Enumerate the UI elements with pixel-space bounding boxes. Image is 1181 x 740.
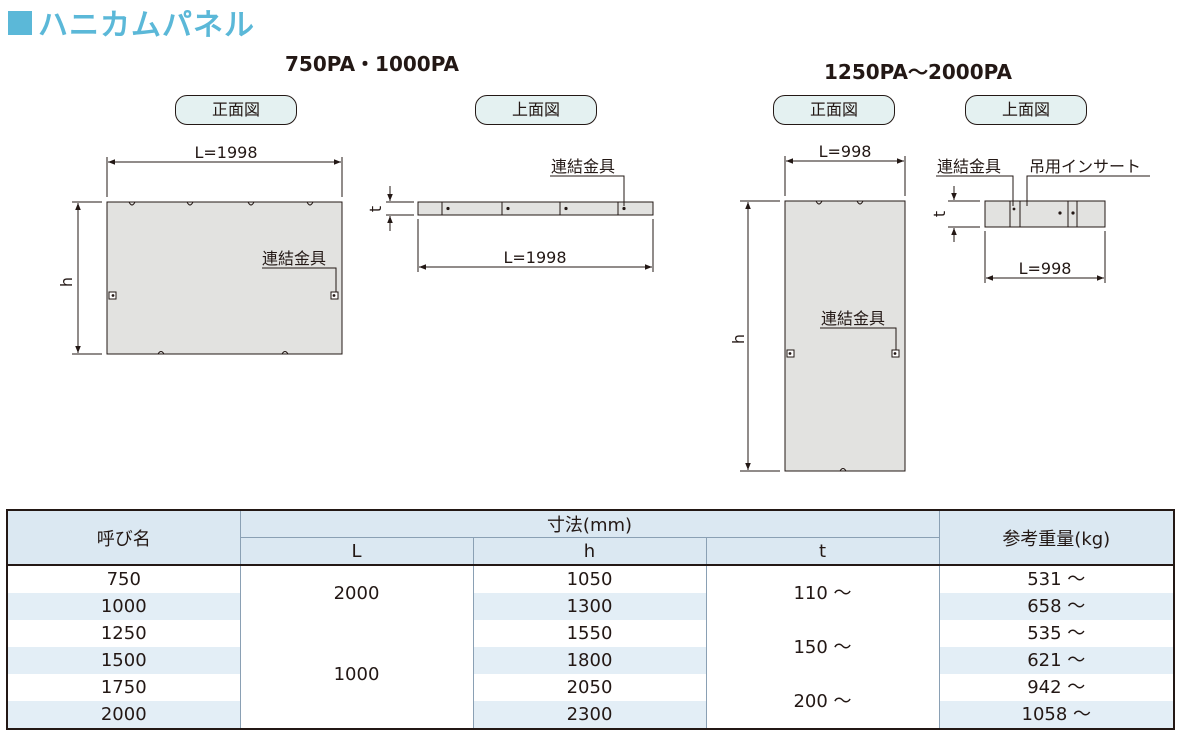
left-top-panel (417, 201, 654, 216)
header-dims: 寸法(mm) (239, 511, 940, 538)
left-top-t-text: t (366, 206, 385, 212)
left-front-h-text: h (57, 277, 76, 287)
right-front-bottom-notch (839, 468, 847, 472)
table-row: 1250 1000 1550 150 ～ 535 ～ (8, 620, 1174, 728)
cell-L: 1000 (239, 620, 473, 728)
left-front-bottom-notches (157, 351, 289, 355)
right-front-connector-text: 連結金具 (821, 309, 885, 328)
cell-t: 110 ～ (705, 564, 940, 620)
cell-weight: 658 ～ (938, 593, 1174, 620)
right-front-connector-leader (820, 327, 897, 350)
cell-weight: 531 ～ (938, 564, 1174, 593)
right-top-panel (984, 200, 1106, 228)
cell-weight: 942 ～ (938, 674, 1174, 701)
table-row: 2000 2300 1058 ～ (8, 701, 1174, 728)
right-top-L-text: L=998 (1019, 259, 1072, 278)
left-front-connector-leader (262, 267, 337, 292)
right-top-t-text: t (930, 211, 949, 217)
cell-t: 150 ～ (705, 620, 940, 674)
cell-weight: 621 ～ (938, 647, 1174, 674)
left-front-L-text: L=1998 (194, 143, 257, 162)
title-text: ハニカムパネル (38, 8, 255, 43)
right-front-panel (784, 200, 906, 472)
header-weight: 参考重量(kg) (938, 511, 1174, 565)
cell-h: 2050 (472, 674, 706, 701)
table-row: 1500 1800 621 ～ (8, 647, 1174, 674)
cell-name: 2000 (8, 701, 240, 728)
cell-h: 1800 (472, 647, 706, 674)
right-top-connector-leader (936, 175, 1014, 206)
right-group-heading: 1250PA～2000PA (824, 60, 1012, 84)
cell-L: 2000 (239, 564, 473, 620)
cell-h: 1300 (472, 593, 706, 620)
left-top-connector-leader (550, 175, 625, 206)
header-h: h (472, 537, 706, 565)
cell-name: 1250 (100, 623, 147, 644)
left-front-notches (128, 201, 314, 206)
header-t: t (705, 537, 940, 565)
table-row: 1750 2050 200 ～ 942 ～ (8, 674, 1174, 728)
cell-name: 1750 (100, 677, 147, 698)
left-top-view-label: 上面図 (475, 95, 597, 125)
cell-t: 200 ～ (705, 674, 940, 728)
right-top-insert-leader (1026, 175, 1150, 206)
cell-name: 1500 (8, 647, 240, 674)
panel-drawings: L=1998 h 連結金具 t 連結金具 L=1998 L=998 h 連結金具… (57, 142, 1150, 472)
left-front-view-label: 正面図 (175, 95, 297, 125)
header-name: 呼び名 (8, 511, 240, 565)
spec-table: 呼び名 寸法(mm) 参考重量(kg) L h t 750 2000 1050 … (5, 509, 1176, 730)
cell-name: 1000 (8, 593, 240, 620)
left-group-heading: 750PA・1000PA (285, 52, 460, 76)
cell-weight: 1058 ～ (938, 701, 1174, 728)
cell-name: 750 (8, 564, 240, 593)
right-front-L-text: L=998 (819, 142, 872, 161)
right-front-notches (815, 200, 864, 205)
left-top-connector-text: 連結金具 (551, 157, 615, 176)
right-front-h-text: h (729, 334, 748, 344)
left-front-connector-text: 連結金具 (262, 249, 326, 268)
right-front-view-label: 正面図 (773, 95, 895, 125)
page-title: ハニカムパネル (8, 2, 255, 43)
cell-weight: 535 ～ (938, 620, 1174, 647)
right-top-insert-text: 吊用インサート (1029, 157, 1141, 176)
right-top-view-label: 上面図 (965, 95, 1087, 125)
cell-h: 1550 (472, 620, 706, 647)
table-row: 1000 1300 658 ～ (8, 593, 1174, 620)
header-L: L (239, 537, 473, 565)
cell-h: 1050 (472, 564, 706, 593)
left-front-panel (106, 201, 343, 355)
right-top-connector-text: 連結金具 (937, 157, 1001, 176)
table-row: 750 2000 1050 110 ～ 531 ～ (8, 564, 1174, 620)
cell-h: 2300 (472, 701, 706, 728)
title-marker (8, 11, 32, 35)
left-top-L-text: L=1998 (503, 248, 566, 267)
